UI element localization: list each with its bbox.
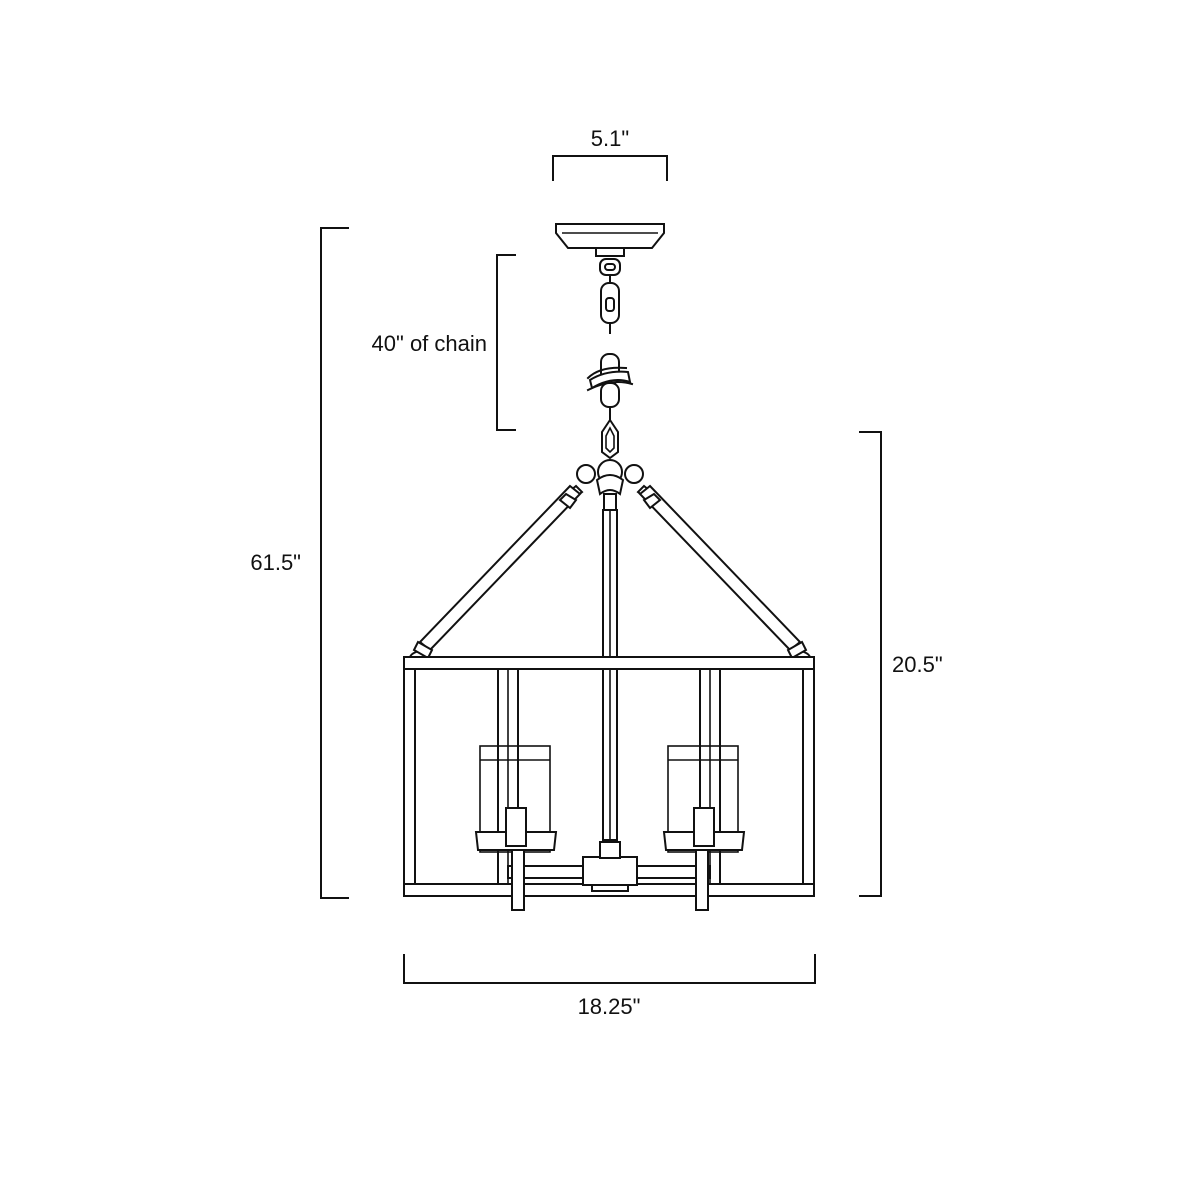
chain-length-bracket xyxy=(496,254,516,431)
chain xyxy=(586,258,634,460)
fixture-height-bracket xyxy=(859,431,882,897)
chain-length-label: 40" of chain xyxy=(372,331,487,356)
right-glass-shade xyxy=(662,745,746,911)
overall-height-bracket xyxy=(320,227,349,899)
candle-bar xyxy=(507,841,711,892)
canopy-width-bracket xyxy=(552,155,668,181)
fixture-width-bracket xyxy=(403,954,816,984)
fixture-height-label: 20.5" xyxy=(892,652,943,677)
chandelier-illustration xyxy=(403,223,815,911)
center-stem xyxy=(602,509,618,841)
canopy-width-label: 5.1" xyxy=(591,126,629,151)
support-arms xyxy=(408,484,812,667)
top-hub xyxy=(564,459,656,511)
overall-height-label: 61.5" xyxy=(250,550,301,575)
canopy xyxy=(555,223,665,257)
left-glass-shade xyxy=(474,745,558,911)
fixture-width-label: 18.25" xyxy=(578,994,641,1019)
